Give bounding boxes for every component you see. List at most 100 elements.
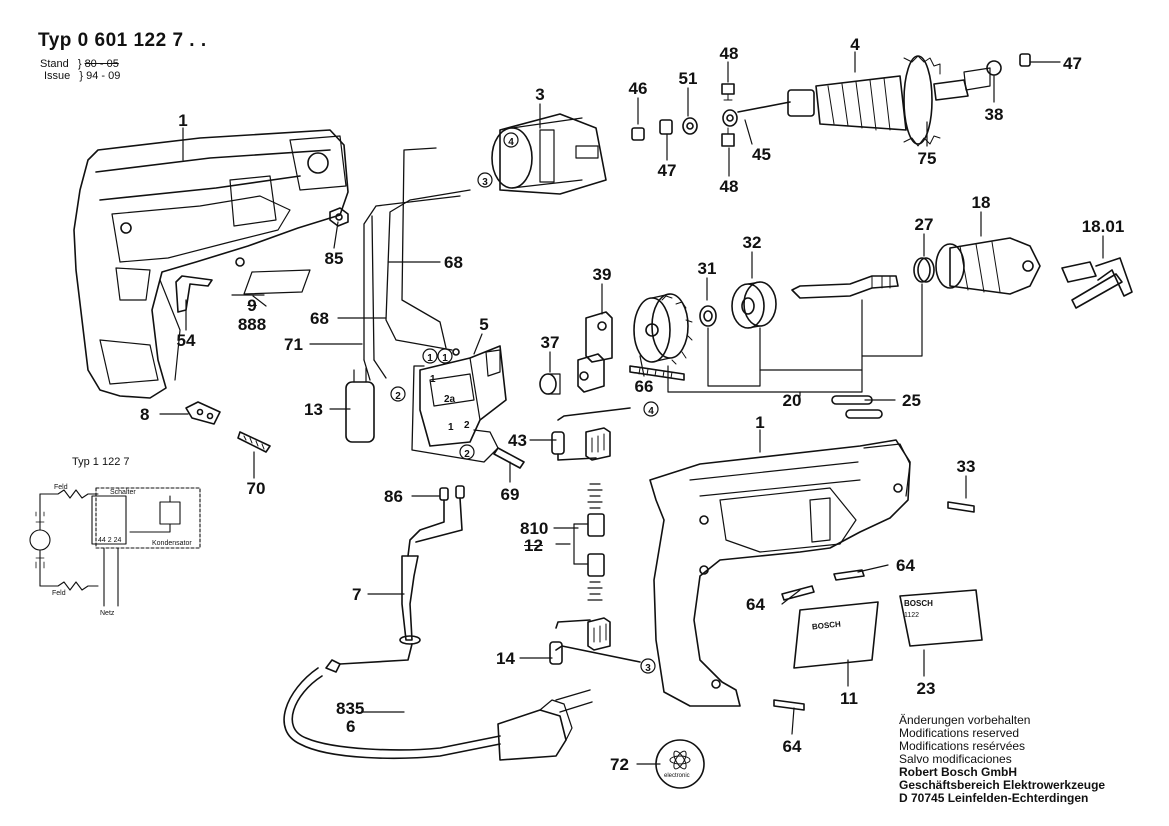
issue-value: 94 - 09 — [86, 70, 121, 82]
callout-72: 72 — [610, 755, 629, 774]
callout-4: 4 — [850, 35, 860, 54]
callout-64-bottom: 64 — [782, 737, 802, 756]
notice-fr: Modifications resérvées — [899, 739, 1026, 753]
switch-terminal-1: 1 — [430, 374, 436, 385]
callout-37: 37 — [540, 333, 560, 352]
callout-12: 12 — [524, 536, 543, 555]
terminal-markers — [390, 132, 659, 674]
callout-25: 25 — [902, 391, 921, 410]
type-number-heading: Typ 0 601 122 7 . . — [38, 30, 207, 52]
springs-brushes-810-12 — [555, 483, 605, 601]
badge-23 — [899, 589, 983, 647]
stand-row: Stand } 80 - 05 — [40, 58, 119, 70]
screw-64-left — [781, 585, 815, 601]
callout-8: 8 — [140, 405, 150, 424]
brush-48-top — [721, 83, 735, 101]
callout-3: 3 — [535, 85, 545, 104]
callout-48-mid: 48 — [719, 177, 739, 196]
washer-31 — [699, 305, 717, 327]
callout-1-top: 1 — [178, 111, 188, 130]
stand-label: Stand — [40, 58, 69, 70]
callout-54: 54 — [176, 331, 196, 350]
stand-value: 80 - 05 — [84, 58, 119, 70]
company-name: Robert Bosch GmbH — [899, 765, 1018, 779]
callout-18: 18 — [971, 193, 991, 212]
wire-marker-3-bottom: 3 — [645, 663, 651, 674]
company-address: D 70745 Leinfelden-Echterdingen — [899, 791, 1089, 805]
housing-half-right — [649, 439, 911, 707]
bracket-20-lines — [667, 283, 923, 397]
switch-5 — [419, 345, 507, 447]
notice-en: Modifications reserved — [899, 726, 1020, 740]
wiring-68-71 — [363, 147, 499, 463]
callout-64-right: 64 — [896, 556, 915, 575]
ball-38 — [986, 60, 1002, 76]
issue-row: Issue } 94 - 09 — [44, 70, 121, 82]
callout-85: 85 — [324, 249, 344, 268]
notice-es: Salvo modificaciones — [899, 752, 1012, 766]
wire-marker-1a: 1 — [427, 353, 433, 364]
schematic-feld-top: Feld — [54, 484, 68, 491]
callout-68-top: 68 — [444, 253, 463, 272]
callout-38: 38 — [984, 105, 1004, 124]
circuit-schematic — [29, 487, 201, 607]
ring-27 — [913, 257, 935, 283]
washer-51 — [682, 117, 698, 135]
callout-6: 6 — [346, 717, 356, 736]
callout-45: 45 — [752, 145, 771, 164]
wire-marker-2-left: 2 — [395, 391, 401, 402]
screw-64-bottom — [773, 699, 805, 711]
callout-70: 70 — [246, 479, 266, 498]
pins-25 — [831, 395, 883, 419]
notice-de: Änderungen vorbehalten — [899, 713, 1031, 727]
wire-marker-3-top: 3 — [482, 177, 488, 188]
wire-marker-4-top: 4 — [508, 137, 514, 148]
callout-14: 14 — [496, 649, 515, 668]
bracket-54 — [175, 275, 213, 313]
brush-48-mid — [721, 127, 735, 147]
cable-clamp-8 — [185, 401, 221, 425]
plate-11 — [793, 601, 879, 669]
callout-51: 51 — [678, 69, 698, 88]
bearing-block-39 — [577, 311, 613, 393]
issue-label: Issue — [44, 70, 71, 82]
chuck-key-18-01 — [1061, 257, 1133, 309]
callout-7: 7 — [352, 585, 362, 604]
wire-marker-2-mid: 2 — [464, 449, 470, 460]
callout-48-top: 48 — [719, 44, 739, 63]
spindle — [791, 275, 899, 299]
switch-terminal-2: 2 — [464, 420, 470, 431]
callout-46: 46 — [628, 79, 648, 98]
switch-terminal-2a: 2a — [444, 394, 456, 405]
callout-27: 27 — [914, 215, 934, 234]
bearing-32 — [731, 281, 777, 329]
callout-33: 33 — [956, 457, 976, 476]
callout-23: 23 — [916, 679, 936, 698]
screw-69 — [493, 447, 525, 469]
sleeve-47-mid — [659, 119, 673, 135]
callout-9: 9 — [247, 296, 257, 315]
callout-43: 43 — [508, 431, 527, 450]
gear-20 — [633, 293, 693, 365]
schematic-netz: Netz — [100, 610, 115, 617]
callout-18-01: 18.01 — [1081, 217, 1125, 236]
type-label: Typ — [38, 30, 72, 51]
callout-20: 20 — [782, 391, 802, 410]
callout-13: 13 — [304, 400, 323, 419]
suppressor-14 — [549, 617, 641, 665]
suppressor-43 — [551, 407, 631, 461]
badge-23-inscription: BOSCH — [904, 599, 933, 608]
cable-7 — [325, 497, 463, 673]
company-division: Geschäftsbereich Elektrowerkzeuge — [899, 778, 1106, 792]
callout-888: 888 — [237, 315, 267, 334]
callout-69: 69 — [500, 485, 520, 504]
callout-86: 86 — [384, 487, 403, 506]
callout-835: 835 — [336, 699, 365, 718]
label-plate-9 — [243, 269, 311, 295]
callout-68-left: 68 — [310, 309, 329, 328]
bearing-45 — [722, 109, 738, 127]
nut-85 — [329, 207, 349, 227]
callout-71: 71 — [284, 335, 303, 354]
